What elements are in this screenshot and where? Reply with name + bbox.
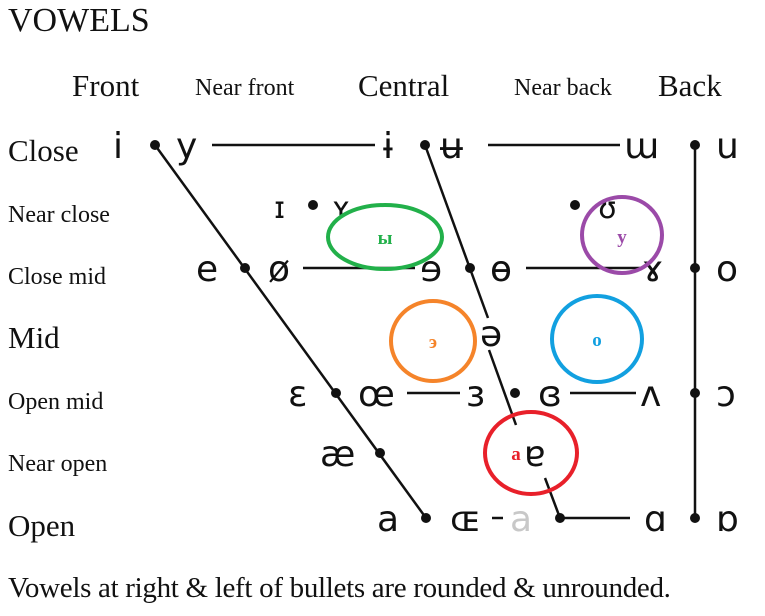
- vowel-i: i: [113, 126, 123, 167]
- vowel-small-cap-y: ʏ: [332, 191, 350, 226]
- row-label-close-mid: Close mid: [8, 264, 107, 290]
- bullet: [240, 263, 250, 273]
- column-header-near-front: Near front: [195, 75, 295, 101]
- caption: Vowels at right & left of bullets are ro…: [8, 572, 671, 604]
- row-label-mid: Mid: [8, 320, 60, 355]
- vowel-e: e: [196, 249, 218, 290]
- vowel-open-o: ɔ: [716, 374, 736, 415]
- vowel-barred-i: ɨ: [383, 126, 393, 167]
- column-header-back: Back: [658, 68, 722, 103]
- column-header-central: Central: [358, 68, 450, 103]
- vowel-turned-m: ɯ: [624, 126, 659, 167]
- bullet: [465, 263, 475, 273]
- bullet: [690, 388, 700, 398]
- vowel-o-slash: ø: [268, 249, 290, 290]
- bullet: [690, 263, 700, 273]
- bullet: [570, 200, 580, 210]
- bullet: [308, 200, 318, 210]
- cyrillic-yery: ы: [378, 228, 393, 249]
- vowel-reversed-open-e: ɜ: [466, 374, 485, 415]
- vowel-rams-horn: ɤ: [642, 249, 663, 290]
- row-label-close: Close: [8, 133, 79, 168]
- highlight-circle-e: [389, 299, 477, 383]
- vowel-schwa: ə: [480, 314, 502, 355]
- row-label-open-mid: Open mid: [8, 389, 104, 415]
- bullet: [555, 513, 565, 523]
- vowel-closed-reversed-open-e: ɞ: [538, 374, 562, 415]
- vowel-small-cap-i: ɪ: [274, 191, 285, 226]
- vowel-y: y: [176, 126, 197, 167]
- bullet: [690, 140, 700, 150]
- column-header-front: Front: [72, 68, 140, 103]
- page-title: VOWELS: [8, 2, 150, 39]
- vowel-open-e: ɛ: [288, 374, 307, 415]
- vowel-turned-a: ɐ: [524, 434, 546, 475]
- column-header-near-back: Near back: [514, 75, 612, 101]
- cyrillic-u: у: [617, 227, 627, 248]
- vowel-barred-u: ʉ: [440, 126, 463, 167]
- cyrillic-e: э: [429, 332, 437, 353]
- central-edge-line-2: [487, 349, 518, 426]
- vowel-small-cap-oe: ɶ: [450, 499, 481, 540]
- vowel-ash: æ: [320, 434, 355, 475]
- vowel-script-a: ɑ: [644, 499, 667, 540]
- row-label-open: Open: [8, 508, 76, 543]
- vowel-o: o: [716, 249, 738, 290]
- bullet: [331, 388, 341, 398]
- vowel-turned-v: ʌ: [640, 374, 661, 415]
- vowel-central-a-greyed: a: [510, 499, 532, 540]
- cyrillic-a: а: [511, 444, 521, 465]
- bullet: [150, 140, 160, 150]
- highlight-circle-o: [550, 294, 644, 384]
- vowel-u: u: [716, 126, 739, 167]
- bullet: [420, 140, 430, 150]
- row-label-near-close: Near close: [8, 202, 110, 228]
- highlight-circle-u: [580, 195, 664, 275]
- highlight-circle-a: [483, 410, 579, 496]
- row-label-near-open: Near open: [8, 451, 108, 477]
- vowel-turned-script-a: ɒ: [716, 499, 739, 540]
- bullet: [375, 448, 385, 458]
- central-edge-line-3: [543, 477, 562, 519]
- vowel-oe: œ: [358, 374, 395, 415]
- vowel-barred-o: ɵ: [490, 249, 512, 290]
- front-edge-line: [153, 144, 428, 519]
- bullet: [421, 513, 431, 523]
- central-edge-line: [423, 144, 490, 319]
- vowel-a: a: [377, 499, 399, 540]
- cyrillic-o: о: [592, 330, 602, 351]
- bullet: [690, 513, 700, 523]
- bullet: [510, 388, 520, 398]
- highlight-circle-yery: [326, 203, 444, 271]
